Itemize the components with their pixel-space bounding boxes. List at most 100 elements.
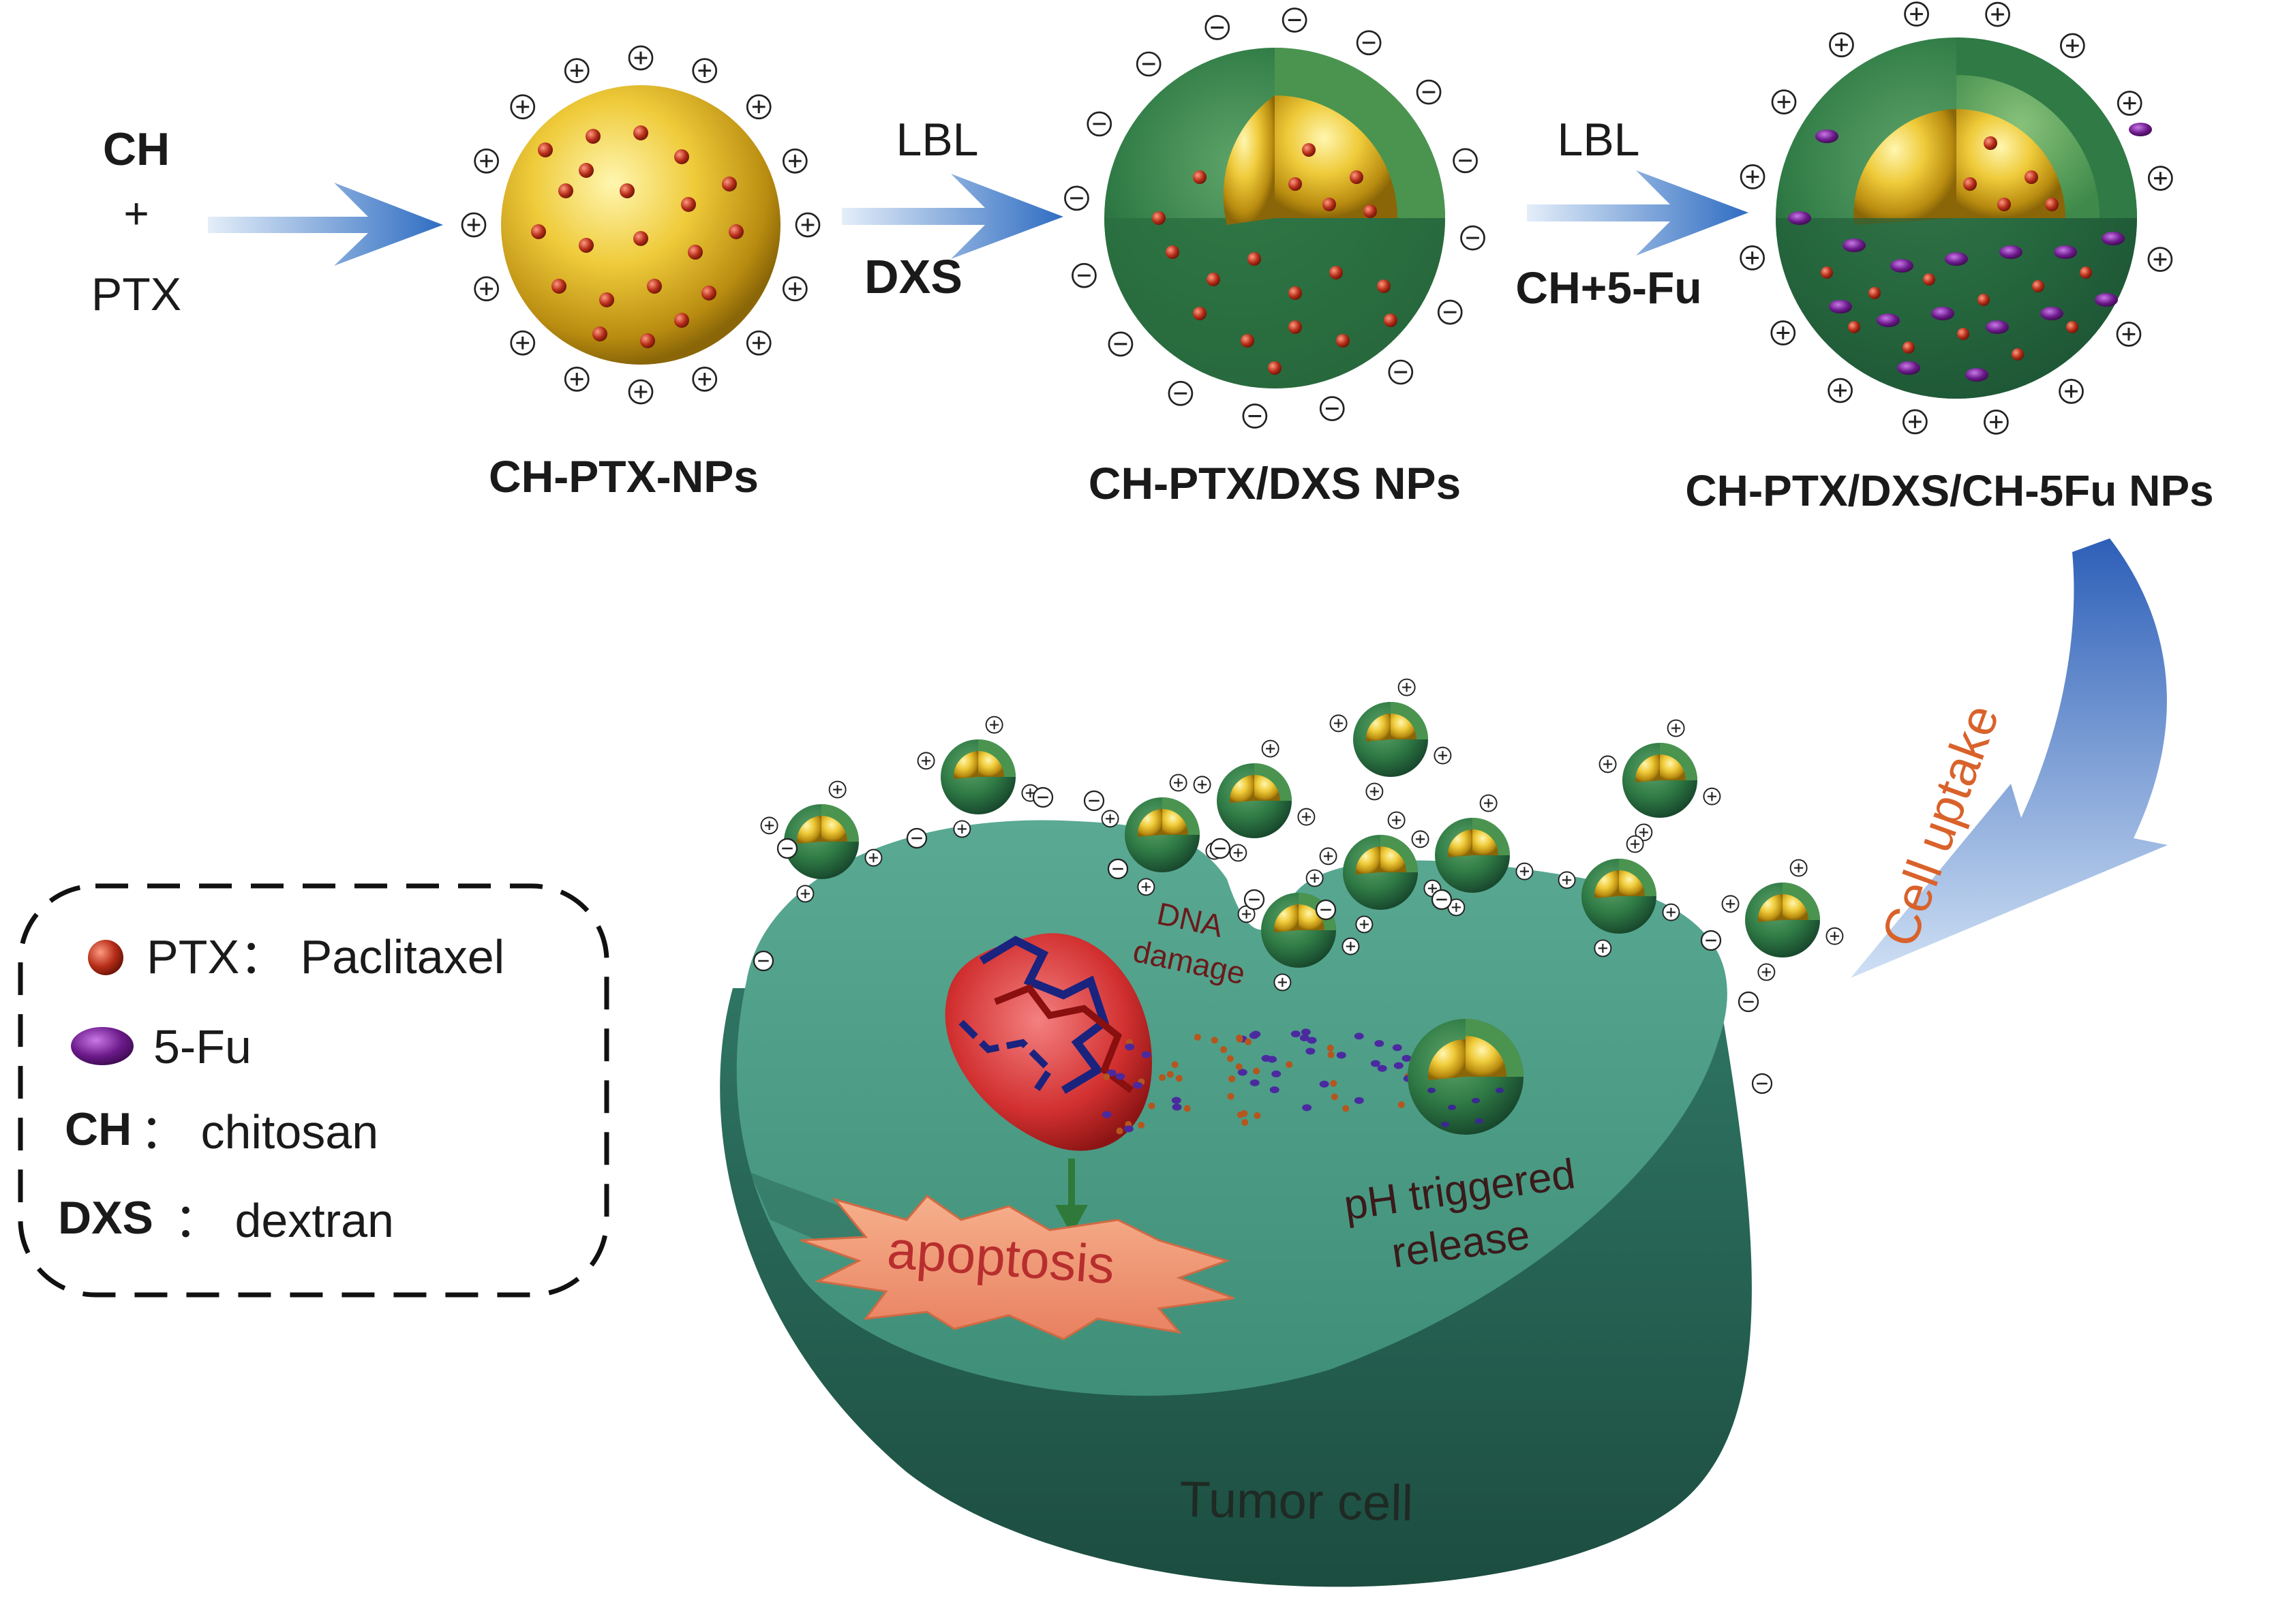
step-lbl-2: LBL	[1558, 114, 1640, 166]
ptx-dot	[1288, 286, 1302, 300]
ptx-dot	[701, 286, 716, 301]
plus-charge	[1261, 739, 1279, 758]
ptx-dot	[1288, 177, 1302, 191]
positive-charges	[461, 45, 821, 405]
legend-dxs-desc: ： dextran	[174, 1194, 394, 1247]
ptx-dot	[531, 224, 546, 239]
step-dxs: DXS	[864, 250, 962, 303]
plus-charge	[2060, 33, 2085, 59]
particle-1-label: CH-PTX-NPs	[489, 451, 759, 502]
ptx-dot	[2012, 348, 2024, 361]
plus-charge	[1635, 823, 1653, 842]
ptx-dot	[579, 163, 594, 178]
plus-charge	[1515, 862, 1534, 880]
ptx-dot	[640, 333, 655, 348]
ptx-dot	[1302, 143, 1316, 157]
ptx-dot	[729, 224, 744, 239]
plus-charge	[864, 848, 883, 867]
minus-charge	[1319, 396, 1345, 421]
minus-charge	[1243, 889, 1265, 910]
minus-charge	[1083, 790, 1105, 812]
small-nanoparticle	[917, 716, 1040, 838]
minus-charge	[1700, 930, 1722, 951]
small-nanoparticle	[1319, 811, 1442, 934]
plus-charge	[474, 276, 500, 302]
minus-charge	[1437, 299, 1463, 325]
plus-charge	[782, 148, 808, 174]
step-lbl-1: LBL	[896, 114, 979, 166]
5fu-dot	[1877, 313, 1900, 327]
plus-charge	[1365, 782, 1384, 801]
ptx-dot	[1957, 328, 1969, 340]
ptx-dot	[1903, 341, 1915, 354]
minus-charge	[1315, 899, 1337, 921]
small-nanoparticles	[753, 678, 1844, 1094]
ptx-dot	[2066, 321, 2078, 333]
plus-charge	[1479, 794, 1498, 812]
reactant-plus: +	[123, 189, 149, 238]
minus-charge	[1416, 79, 1442, 105]
negative-charges	[1064, 7, 1485, 429]
ptx-dot	[1322, 198, 1336, 211]
cell-uptake-arrow	[1851, 538, 2168, 978]
plus-charge	[1397, 678, 1416, 696]
tumor-cell	[720, 820, 1752, 1587]
reactant-ptx: PTX	[91, 269, 181, 320]
plus-charge	[1598, 755, 1617, 773]
plus-charge	[782, 276, 808, 302]
ptx-dot	[1984, 136, 1997, 150]
plus-charge	[1904, 1, 1929, 27]
minus-charge	[906, 827, 928, 849]
legend-ch-desc: ： chitosan	[140, 1105, 378, 1159]
plus-charge	[692, 366, 718, 392]
5fu-dot	[1829, 300, 1852, 313]
small-nanoparticle	[1598, 719, 1721, 842]
plus-charge	[510, 330, 536, 356]
plus-charge	[1721, 895, 1740, 913]
ptx-dot	[647, 279, 662, 294]
plus-charge	[1829, 32, 1854, 58]
ptx-dot	[1384, 313, 1397, 327]
plus-charge	[474, 148, 500, 174]
plus-charge	[828, 780, 847, 799]
plus-charge	[953, 820, 971, 838]
plus-charge	[1273, 973, 1292, 992]
legend-dxs-abbr: DXS	[58, 1192, 153, 1244]
plus-charge	[1626, 835, 1644, 853]
small-nanoparticle	[1558, 835, 1680, 957]
ptx-dot	[2032, 280, 2044, 292]
plus-charge	[1329, 714, 1348, 733]
minus-charge	[1108, 331, 1134, 357]
ptx-dot	[2080, 266, 2092, 279]
5fu-dot	[1945, 252, 1968, 266]
5fu-dot	[1897, 361, 1920, 375]
plus-charge	[1305, 869, 1324, 887]
plus-charge	[1434, 746, 1452, 765]
plus-charge	[1101, 810, 1119, 828]
5fu-dot	[1843, 239, 1866, 252]
ptx-dot	[551, 279, 566, 294]
plus-charge	[1411, 830, 1429, 848]
ptx-dot	[592, 326, 607, 341]
plus-charge	[1137, 878, 1155, 896]
small-nanoparticle	[1329, 678, 1452, 801]
plus-charge	[564, 366, 590, 392]
arrow-2	[842, 174, 1063, 259]
minus-charge	[1168, 380, 1194, 406]
minus-charge	[1087, 111, 1112, 137]
plus-charge	[628, 379, 654, 405]
minus-charge	[1282, 7, 1307, 33]
5fu-dot	[2129, 123, 2152, 136]
small-nanoparticle	[1721, 859, 1844, 981]
ptx-dot	[674, 149, 689, 164]
5fu-dot	[2095, 293, 2118, 307]
minus-charge	[1738, 991, 1759, 1013]
ptx-dots	[1152, 143, 1397, 375]
plus-charge	[2147, 166, 2173, 191]
particle-2-label: CH-PTX/DXS NPs	[1089, 458, 1461, 508]
ptx-dot	[1288, 320, 1302, 334]
plus-charge	[1594, 939, 1612, 957]
ptx-dot	[1247, 252, 1261, 266]
ptx-dot	[1963, 177, 1977, 191]
plus-charge	[1341, 937, 1360, 955]
